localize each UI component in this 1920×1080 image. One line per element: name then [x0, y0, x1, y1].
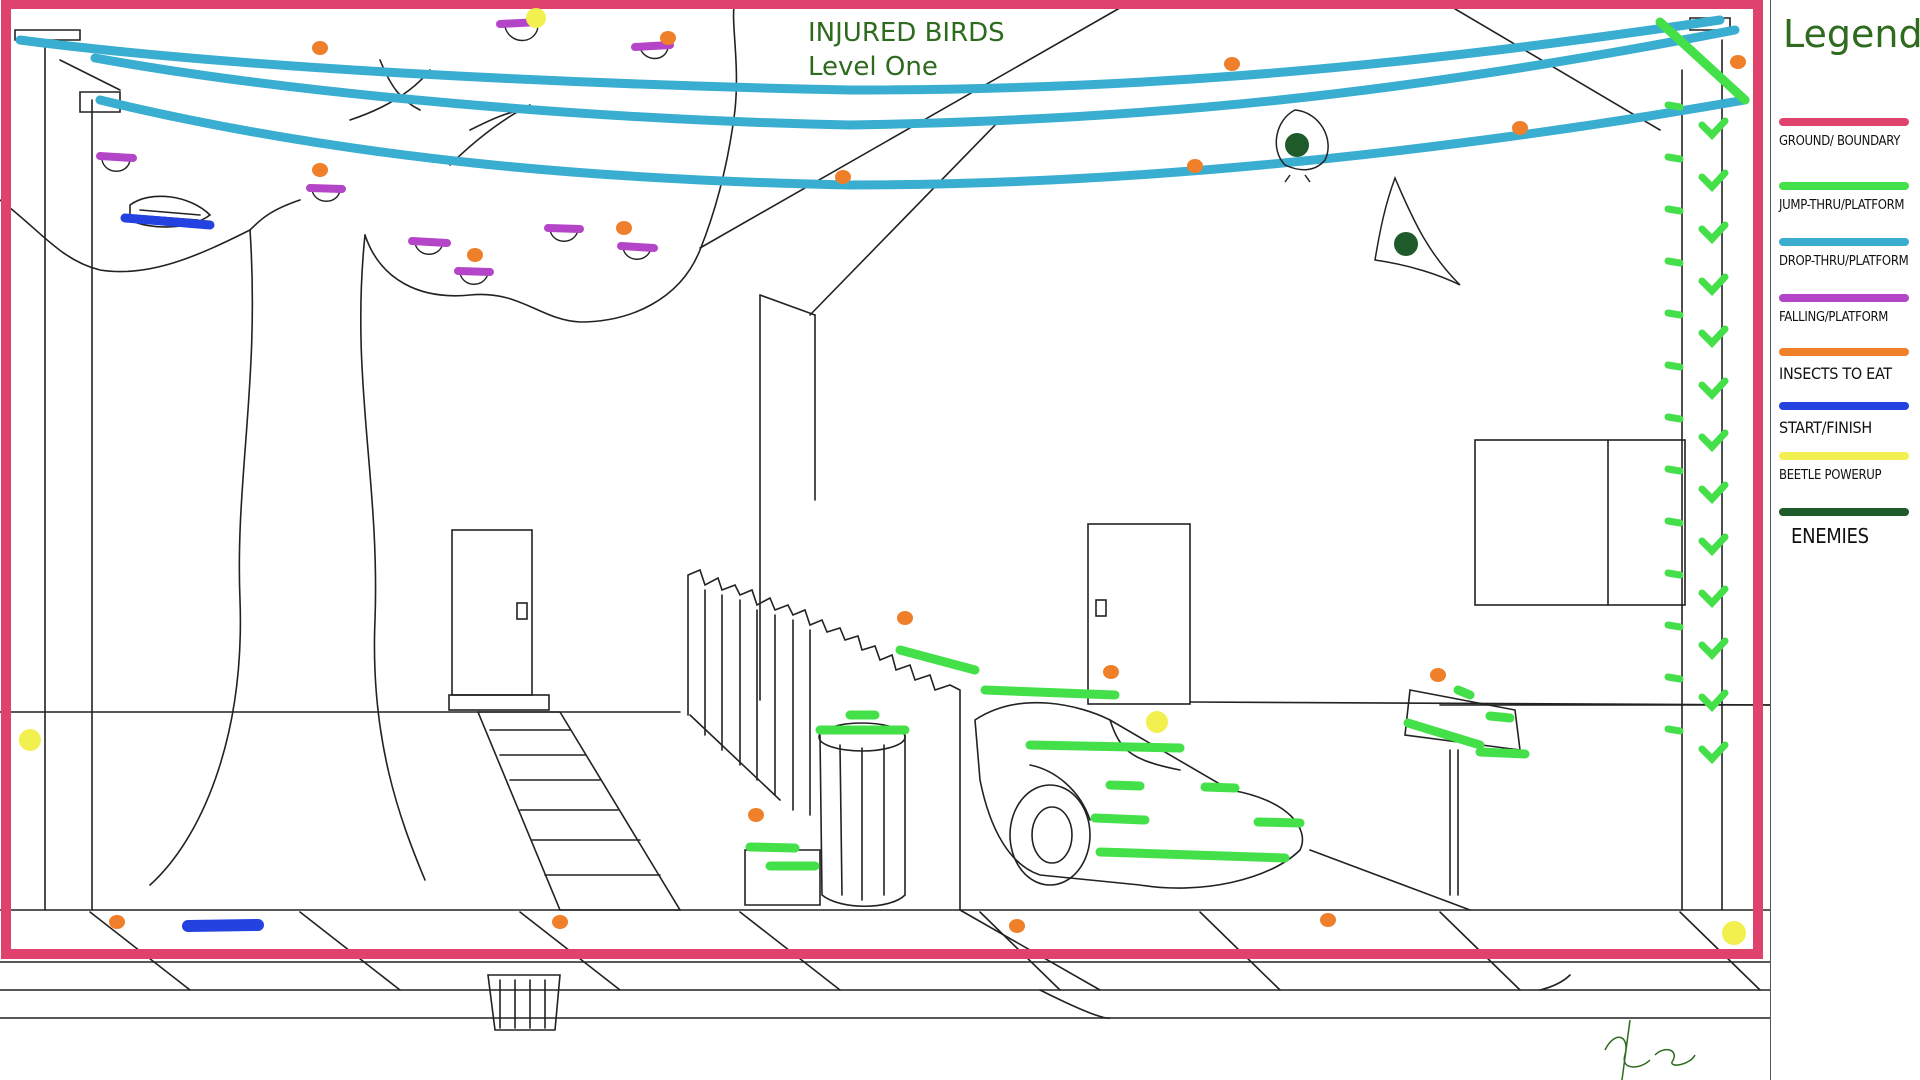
falling-platform: [306, 184, 346, 202]
vine-leaf: [1664, 621, 1684, 631]
vine-leaf: [1664, 361, 1684, 371]
falling-platform: [408, 237, 451, 255]
insect: [748, 808, 764, 822]
insects: [109, 31, 1746, 933]
enemy-bird-perched: [1275, 109, 1329, 183]
legend-label: DROP-THRU/PLATFORM: [1779, 254, 1909, 269]
enemy-bird-flying: [1374, 175, 1461, 286]
background-sketch: [0, 0, 1781, 1031]
insect: [552, 915, 568, 929]
vine-step: [1698, 533, 1729, 557]
vine-step: [1698, 273, 1729, 297]
legend-title: Legend: [1783, 12, 1920, 56]
insect: [660, 31, 676, 45]
insect: [1320, 913, 1336, 927]
vine-leaf: [1664, 309, 1684, 319]
vine-leaf: [1664, 101, 1684, 111]
legend-swatch: [1779, 452, 1909, 460]
legend-label: GROUND/ BOUNDARY: [1779, 134, 1901, 149]
vine-leaf: [1664, 569, 1684, 579]
insect: [312, 163, 328, 177]
level-title: INJURED BIRDS: [808, 18, 1005, 48]
vine-leaf: [1664, 673, 1684, 683]
legend-item: BEETLE POWERUP: [1779, 452, 1917, 483]
falling-platform: [96, 152, 137, 172]
enemies: [1275, 109, 1461, 286]
artist-signature: [1604, 1019, 1696, 1080]
legend-item: FALLING/PLATFORM: [1779, 294, 1917, 325]
vine-step: [1698, 637, 1729, 661]
finish-marker: [120, 213, 215, 230]
insect: [467, 248, 483, 262]
insect: [1187, 159, 1203, 173]
legend-item: INSECTS TO EAT: [1779, 348, 1917, 383]
falling-platform: [544, 224, 584, 242]
vine-leaf: [1664, 517, 1684, 527]
beetle-powerup: [19, 729, 41, 751]
ground-boundary: [1, 0, 1763, 959]
beetle-powerup: [526, 8, 546, 28]
insect: [616, 221, 632, 235]
vine-step: [1698, 169, 1729, 193]
legend-item: GROUND/ BOUNDARY: [1779, 118, 1917, 149]
insect: [1103, 665, 1119, 679]
legend-swatch: [1779, 182, 1909, 190]
vine-step: [1698, 689, 1729, 713]
falling-platforms: [96, 18, 674, 285]
legend-label: JUMP-THRU/PLATFORM: [1779, 198, 1905, 213]
falling-platform: [454, 267, 494, 285]
start-finish-markers: [120, 213, 264, 932]
legend-swatch: [1779, 118, 1909, 126]
beetle-powerup: [1146, 711, 1168, 733]
vine-leaf: [1664, 153, 1684, 163]
vine-step: [1698, 481, 1729, 505]
insect: [1009, 919, 1025, 933]
legend-label: ENEMIES: [1791, 524, 1869, 548]
falling-platform: [631, 41, 674, 60]
vine-step: [1698, 221, 1729, 245]
legend-label: FALLING/PLATFORM: [1779, 310, 1889, 325]
vine-leaf: [1664, 205, 1684, 215]
insect: [1224, 57, 1240, 71]
vine-step: [1698, 377, 1729, 401]
vine-leaf: [1664, 725, 1684, 735]
insect: [1430, 668, 1446, 682]
drop-thru-platforms: [15, 15, 1750, 190]
legend-swatch: [1779, 508, 1909, 516]
legend-label: START/FINISH: [1779, 418, 1872, 437]
insect: [897, 611, 913, 625]
legend-item: DROP-THRU/PLATFORM: [1779, 238, 1917, 269]
jump-thru-platforms: [745, 17, 1750, 871]
insect: [835, 170, 851, 184]
vine-step: [1698, 585, 1729, 609]
legend-label: BEETLE POWERUP: [1779, 468, 1882, 483]
insect: [109, 915, 125, 929]
legend-item: START/FINISH: [1779, 402, 1917, 437]
vine-step: [1698, 741, 1729, 765]
vine-step: [1698, 117, 1729, 141]
falling-platform: [617, 242, 658, 260]
insect: [312, 41, 328, 55]
legend-swatch: [1779, 402, 1909, 410]
vine-step: [1698, 429, 1729, 453]
legend-item: ENEMIES: [1779, 508, 1917, 548]
vine-step: [1698, 325, 1729, 349]
vine-leaf: [1664, 257, 1684, 267]
legend-swatch: [1779, 348, 1909, 356]
legend-swatch: [1779, 238, 1909, 246]
legend-swatch: [1779, 294, 1909, 302]
beetle-powerup: [1722, 921, 1746, 945]
legend-panel: Legend GROUND/ BOUNDARY JUMP-THRU/PLATFOR…: [1770, 0, 1920, 1080]
beetle-powerups: [19, 8, 1746, 945]
start-marker: [182, 919, 264, 932]
level-subtitle: Level One: [808, 52, 938, 82]
insect: [1512, 121, 1528, 135]
vine-leaf: [1664, 413, 1684, 423]
legend-label: INSECTS TO EAT: [1779, 364, 1892, 383]
vine-steps: [1664, 101, 1729, 765]
insect: [1730, 55, 1746, 69]
vine-leaf: [1664, 465, 1684, 475]
legend-item: JUMP-THRU/PLATFORM: [1779, 182, 1917, 213]
